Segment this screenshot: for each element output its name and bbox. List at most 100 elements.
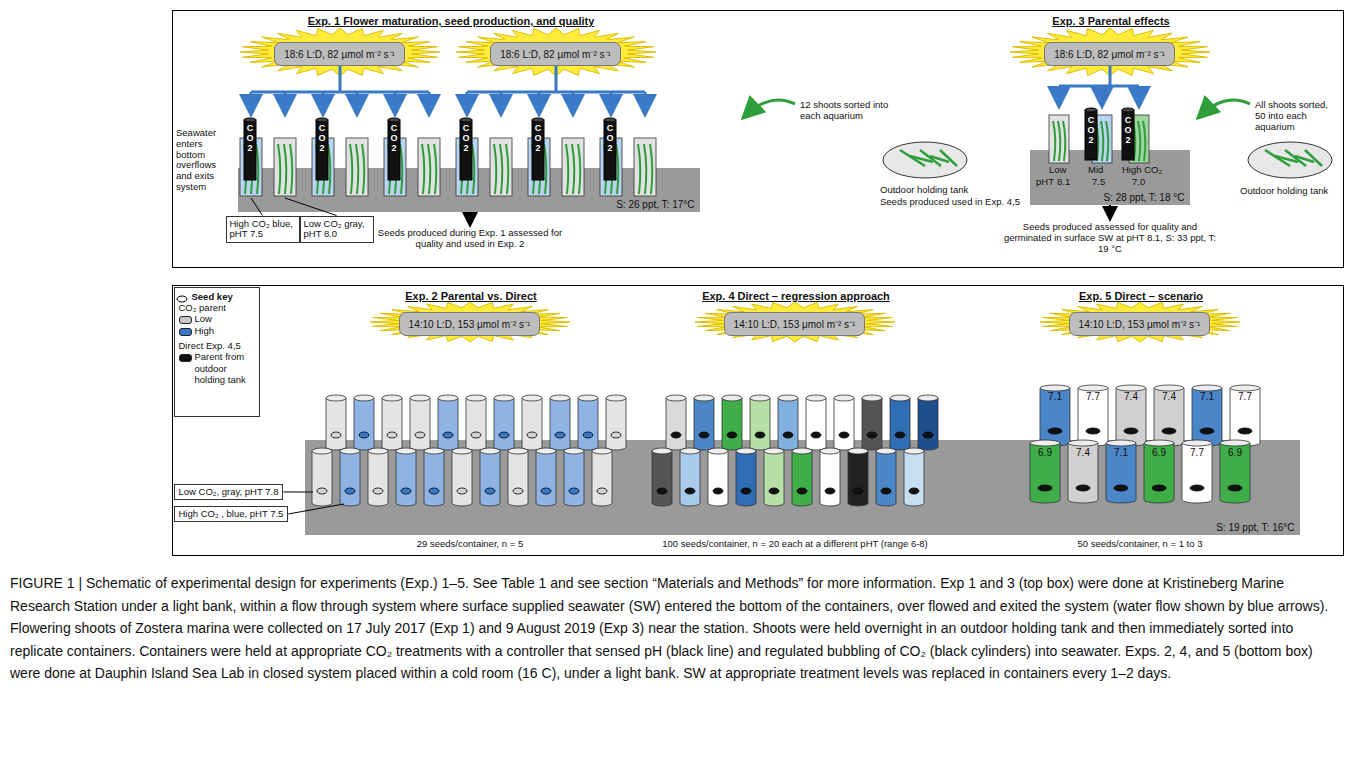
container xyxy=(918,398,938,447)
holding-tank xyxy=(883,142,967,178)
container xyxy=(896,451,897,503)
container xyxy=(368,451,369,503)
container xyxy=(728,451,729,503)
container xyxy=(424,448,444,454)
container xyxy=(508,451,509,503)
arrow xyxy=(469,212,471,224)
container xyxy=(1182,443,1183,500)
seed xyxy=(1038,485,1052,491)
container xyxy=(910,398,911,447)
legend-text: Parent from outdoor holding tank xyxy=(195,351,256,385)
note-label: All shoots sorted, 50 into each aquarium xyxy=(1255,100,1337,133)
container xyxy=(536,451,556,503)
container xyxy=(784,451,785,503)
container xyxy=(708,448,728,454)
note-label: pHT xyxy=(1036,177,1054,188)
seed xyxy=(373,488,383,494)
container xyxy=(1154,388,1184,443)
arrow xyxy=(250,92,253,112)
water-band: S: 19 ppt, T: 16°C xyxy=(305,440,1300,535)
container xyxy=(410,395,430,401)
container xyxy=(1106,443,1107,500)
shoot xyxy=(506,144,508,194)
container xyxy=(564,451,584,503)
shoot xyxy=(422,144,424,194)
container xyxy=(570,398,571,447)
container xyxy=(612,451,613,503)
container xyxy=(458,398,459,447)
seed xyxy=(555,432,565,438)
seed xyxy=(671,432,681,438)
container xyxy=(1260,388,1261,443)
container xyxy=(522,395,542,401)
container xyxy=(494,398,514,447)
container xyxy=(480,451,500,503)
container xyxy=(868,451,869,503)
note-label: Outdoor holding tank xyxy=(1240,186,1328,197)
shoot xyxy=(428,144,430,194)
container xyxy=(756,451,757,503)
node-text: 14:10 L:D, 153 μmol m⁻² s⁻¹ xyxy=(734,317,856,331)
container xyxy=(680,451,700,503)
container xyxy=(1030,440,1060,446)
note-label: 7.4 xyxy=(1116,391,1146,403)
seed-icon xyxy=(177,296,187,302)
seed xyxy=(867,432,877,438)
shoot xyxy=(362,144,364,194)
note-label: 7.1 xyxy=(1040,391,1070,403)
arrow xyxy=(284,92,287,112)
aquarium xyxy=(490,138,512,196)
container xyxy=(584,451,585,503)
container xyxy=(564,451,565,503)
shoot xyxy=(1138,121,1140,161)
node-text: 18:6 L:D, 82 μmol m⁻² s⁻¹ xyxy=(284,47,395,61)
aquarium xyxy=(418,138,440,196)
container xyxy=(480,448,500,454)
container xyxy=(722,395,742,401)
seed xyxy=(401,488,411,494)
seed xyxy=(1200,428,1214,434)
treatment-box: High CO₂ blue, pHT 7.5 xyxy=(226,216,300,244)
container xyxy=(764,451,784,503)
aquarium xyxy=(346,138,368,196)
seed xyxy=(1152,485,1166,491)
container xyxy=(416,451,417,503)
container xyxy=(466,398,486,447)
co2-cylinder xyxy=(460,120,472,180)
note-label: High CO₂ xyxy=(1122,165,1162,176)
container xyxy=(904,451,905,503)
light-bank: 18:6 L:D, 82 μmol m⁻² s⁻¹ xyxy=(1044,42,1175,66)
cylinder-label: CO2 xyxy=(1124,116,1133,146)
container xyxy=(1068,440,1098,446)
arrow xyxy=(356,92,359,112)
shoot xyxy=(578,144,580,194)
cylinder-label: CO2 xyxy=(534,124,543,154)
container xyxy=(708,451,728,503)
container xyxy=(672,451,673,503)
cylinder-label: CO2 xyxy=(462,124,471,154)
water-band xyxy=(305,440,1300,535)
shoot xyxy=(278,144,280,194)
note-label: 7.0 xyxy=(1132,177,1145,188)
container xyxy=(354,395,374,401)
note-label: 7.1 xyxy=(1106,447,1136,459)
shoot xyxy=(1063,121,1065,161)
container xyxy=(1078,388,1108,443)
container xyxy=(438,395,458,401)
container xyxy=(444,451,445,503)
seed xyxy=(1048,428,1062,434)
aquarium xyxy=(634,138,656,196)
container xyxy=(424,451,444,503)
container xyxy=(550,398,570,447)
container xyxy=(1154,388,1155,443)
seed xyxy=(909,488,919,494)
node-text: High CO₂ , blue, pHT 7.5 xyxy=(179,509,284,520)
container xyxy=(1174,443,1175,500)
node-text: High CO₂ blue, pHT 7.5 xyxy=(230,219,296,241)
container xyxy=(466,395,486,401)
cylinder-label: CO2 xyxy=(1087,116,1096,146)
shoot xyxy=(638,144,640,194)
container xyxy=(736,451,737,503)
experiment-heading: Exp. 5 Direct – scenario xyxy=(1079,290,1203,302)
container xyxy=(438,398,458,447)
